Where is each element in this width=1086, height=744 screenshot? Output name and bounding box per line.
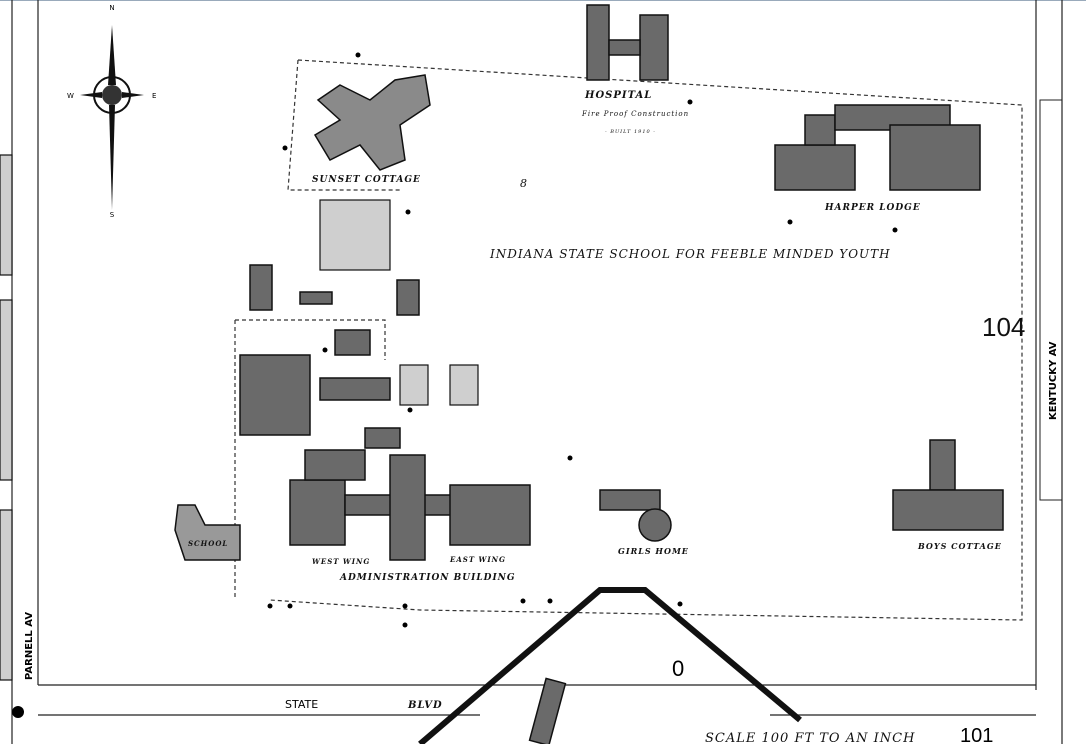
hospital-built: - BUILT 1910 - bbox=[605, 129, 656, 135]
compass-s: S bbox=[110, 211, 115, 219]
hospital-note: Fire Proof Construction bbox=[581, 110, 689, 118]
left-lots bbox=[0, 99, 1063, 681]
administration-building bbox=[289, 449, 531, 561]
kentucky-av-label: KENTUCKY AV bbox=[1048, 341, 1059, 420]
girls-home-building bbox=[599, 489, 672, 542]
triangle-block-number: 0 bbox=[672, 656, 684, 681]
east-wing-label: EAST WING bbox=[449, 555, 506, 564]
school-label: SCHOOL bbox=[188, 539, 228, 548]
property-boundary bbox=[269, 59, 1023, 621]
boys-cottage-building bbox=[892, 439, 1004, 531]
administration-label: ADMINISTRATION BUILDING bbox=[339, 573, 516, 583]
sunset-cottage-building bbox=[313, 74, 431, 171]
girls-home-label: GIRLS HOME bbox=[618, 546, 689, 556]
adjacent-sheet-number: 101 bbox=[960, 725, 993, 744]
triangle-block-boundary bbox=[418, 587, 802, 744]
sunset-cottage-label: SUNSET COTTAGE bbox=[312, 175, 421, 185]
hospital-building bbox=[586, 4, 669, 81]
compass-rose-icon: N S E W bbox=[67, 4, 156, 219]
block-number: 8 bbox=[520, 177, 528, 190]
west-wing-label: WEST WING bbox=[312, 557, 370, 566]
school-building bbox=[174, 504, 241, 561]
state-label: STATE bbox=[285, 698, 318, 711]
hospital-label: HOSPITAL bbox=[584, 90, 652, 101]
outbuilding bbox=[319, 199, 391, 271]
boys-cottage-label: BOYS COTTAGE bbox=[917, 541, 1002, 551]
harper-lodge-building bbox=[774, 104, 981, 191]
scale-label: SCALE 100 FT TO AN INCH bbox=[705, 731, 915, 744]
institution-title: INDIANA STATE SCHOOL FOR FEEBLE MINDED Y… bbox=[489, 247, 891, 261]
hydrant-markers bbox=[12, 52, 898, 718]
blvd-label: BLVD bbox=[407, 700, 443, 711]
compass-e: E bbox=[152, 92, 156, 100]
parnell-av-label: PARNELL AV bbox=[24, 612, 35, 680]
sheet-number: 104 bbox=[982, 312, 1025, 342]
compass-w: W bbox=[67, 92, 74, 100]
compass-n: N bbox=[109, 4, 114, 12]
harper-lodge-label: HARPER LODGE bbox=[824, 203, 921, 213]
